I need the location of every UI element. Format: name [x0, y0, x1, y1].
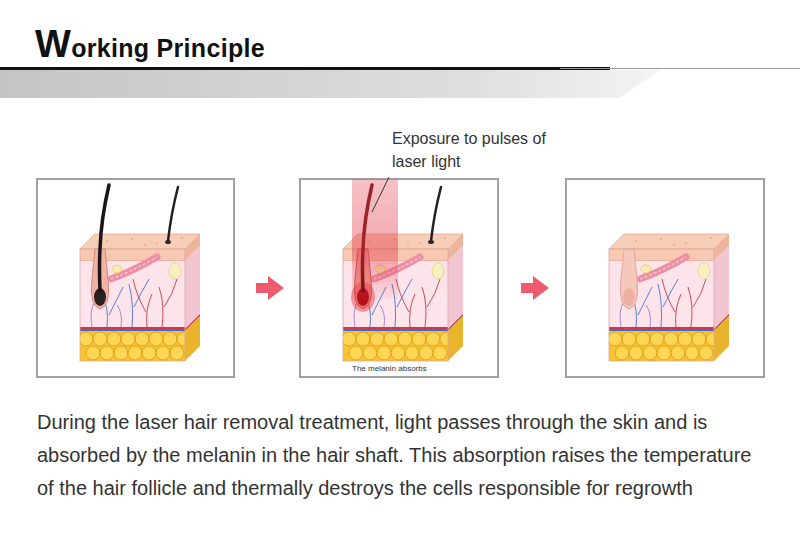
skin-before-part — [100, 185, 110, 291]
skin-laser-part — [352, 179, 398, 299]
skin-before-part — [79, 234, 200, 361]
callout-label: Exposure to pulses of laser light — [392, 127, 572, 173]
panel-frames-part — [37, 179, 234, 377]
figure-note: The melanin absorbs — [351, 364, 428, 374]
skin-before-part — [168, 187, 178, 241]
step-arrow — [256, 276, 549, 300]
title-underline-part — [560, 68, 800, 69]
skin-after-part — [620, 249, 637, 309]
callout-label-box: Exposure to pulses of laser light — [392, 127, 572, 173]
caption-box: During the laser hair removal treatment,… — [37, 406, 761, 505]
panel-frames — [37, 179, 764, 377]
title-underline-part — [0, 67, 610, 70]
skin-before — [79, 185, 200, 361]
title-underline-part — [0, 70, 660, 98]
skin-laser — [342, 179, 463, 361]
step-arrow-part — [256, 276, 284, 300]
page-title-box: Working Principle — [35, 24, 265, 66]
leader-line — [372, 177, 389, 212]
step-arrow-part — [521, 276, 549, 300]
page-title: Working Principle — [35, 24, 265, 66]
skin-after-part — [623, 288, 635, 306]
panel-frames-part — [566, 179, 764, 377]
skin-laser-part — [431, 187, 441, 241]
skin-after-part — [608, 234, 729, 361]
caption: During the laser hair removal treatment,… — [37, 406, 761, 505]
panel-frames-part — [300, 179, 498, 377]
title-underline — [0, 67, 800, 98]
skin-after — [608, 234, 729, 361]
figure-note-box: The melanin absorbs — [351, 357, 428, 375]
